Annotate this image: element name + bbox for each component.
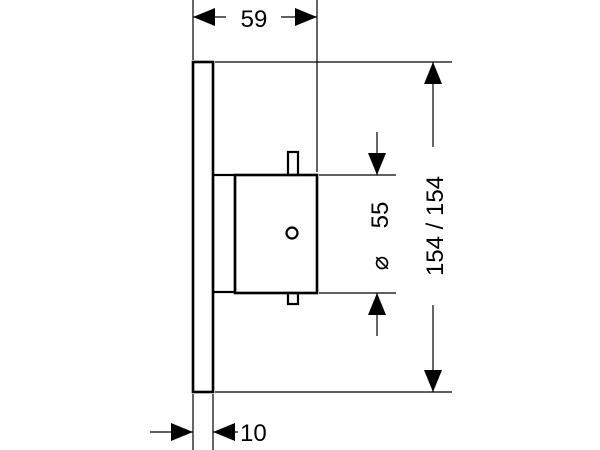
arrowhead — [424, 62, 442, 84]
dimension-depth: 59 — [192, 0, 318, 172]
screw-hole — [285, 226, 299, 240]
plate-size-dimension-label: 154 / 154 — [422, 176, 449, 276]
part-outline — [191, 60, 319, 394]
bottom-pin — [286, 291, 300, 306]
top-pin — [286, 150, 300, 177]
diameter-symbol: ⌀ — [367, 256, 394, 270]
dimension-diameter: ⌀ 55 — [319, 132, 396, 336]
dimension-plate-thickness: 10 — [150, 394, 267, 450]
cover-plate — [191, 60, 215, 394]
depth-dimension-label: 59 — [241, 6, 268, 33]
arrowhead — [213, 423, 235, 441]
valve-body — [233, 173, 319, 295]
arrowhead — [424, 370, 442, 392]
diameter-dimension-label: 55 — [367, 202, 394, 229]
arrowhead — [368, 293, 386, 315]
dimension-plate-size: 154 / 154 — [215, 61, 452, 393]
mounting-collar — [211, 173, 237, 294]
arrowhead — [368, 153, 386, 175]
arrowhead — [295, 8, 317, 26]
arrowhead — [193, 8, 215, 26]
arrowhead — [171, 423, 193, 441]
thickness-dimension-label: 10 — [240, 420, 267, 447]
